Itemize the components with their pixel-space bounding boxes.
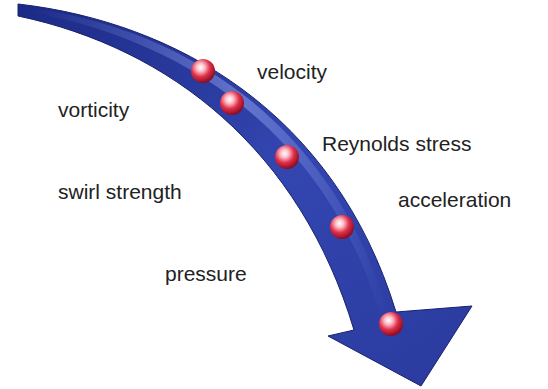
sphere-markers	[191, 59, 403, 336]
sphere-marker	[220, 91, 244, 115]
quantity-label: Reynolds stress	[322, 132, 471, 155]
arrow-highlight	[30, 8, 388, 313]
quantity-label: velocity	[257, 60, 327, 83]
quantity-label: vorticity	[58, 98, 129, 121]
sphere-marker	[275, 145, 299, 169]
sphere-marker	[379, 312, 403, 336]
sphere-marker	[191, 59, 215, 83]
quantity-label: swirl strength	[58, 180, 182, 203]
sphere-marker	[330, 215, 354, 239]
quantity-label: acceleration	[398, 188, 511, 211]
quantity-label: pressure	[165, 262, 247, 285]
